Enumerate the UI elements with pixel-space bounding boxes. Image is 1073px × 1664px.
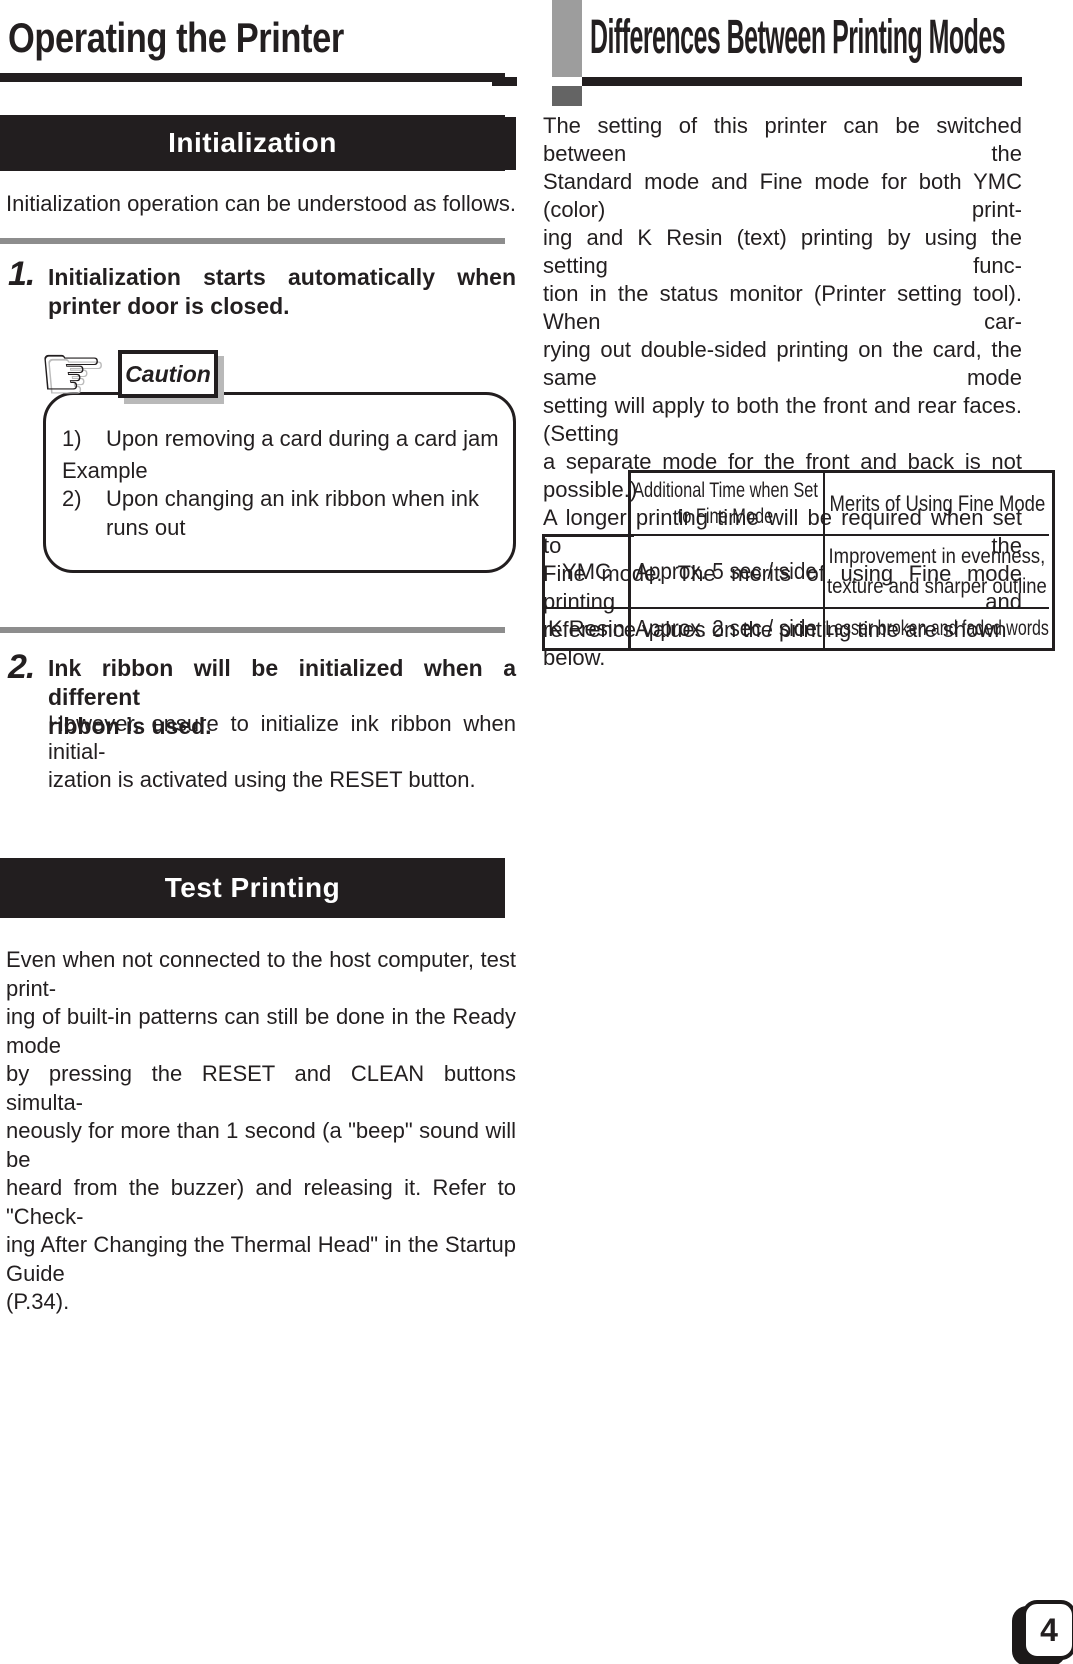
table-row-divider-1	[628, 534, 1049, 536]
table-cell-ymc-merit: Improvement in evenness, texture and sha…	[827, 536, 1047, 607]
caution-item-1-number: 1)	[62, 426, 82, 451]
paragraph-line: The setting of this printer can be switc…	[543, 113, 1022, 166]
table-row-divider-2	[542, 607, 1049, 609]
caution-label-box: Caution	[118, 350, 218, 398]
table-row-label-ymc: YMC	[545, 536, 628, 607]
table-cell-kresin-time: Approx. 2 sec / side	[630, 609, 821, 648]
step2-heading-line: ribbon is used.	[48, 713, 212, 739]
paragraph-line: setting will apply to both the front and…	[543, 393, 1022, 446]
paragraph-line: tion in the status monitor (Printer sett…	[543, 281, 1022, 334]
table-column-divider	[823, 470, 825, 651]
table-header-merits: Merits of Using Fine Mode	[827, 473, 1047, 534]
section-header-test-printing: Test Printing	[0, 858, 505, 918]
title-underline-rule	[0, 73, 505, 82]
paragraph-line: rying out double-sided printing on the c…	[543, 337, 1022, 390]
table-outer-border-right	[628, 470, 1055, 651]
table-header-line: Additional Time when Set	[633, 478, 818, 502]
step1-heading-line: printer door is closed.	[48, 293, 290, 319]
cell-text: Approx. 5 sec / side	[634, 558, 817, 584]
paragraph-line: ing After Changing the Thermal Head" in …	[6, 1232, 516, 1286]
title-accent-square-dark	[552, 86, 582, 106]
cell-text-line: texture and sharper outline	[827, 574, 1047, 598]
section-header-test-printing-label: Test Printing	[164, 872, 341, 903]
step2-body: However, ensure to initialize ink ribbon…	[48, 710, 516, 794]
cell-text-line: Improvement in evenness,	[828, 544, 1046, 568]
section-header-initialization: Initialization	[0, 115, 505, 171]
paragraph-line: (P.34).	[6, 1289, 70, 1314]
step2-heading-line: Ink ribbon will be initialized when a di…	[48, 655, 516, 710]
page-number: 4	[1040, 1611, 1058, 1648]
table-outer-border-left	[542, 534, 634, 651]
margin-accent-block	[482, 117, 516, 170]
step1-number: 1.	[8, 255, 35, 293]
step2-body-line: ization is activated using the RESET but…	[48, 767, 476, 792]
caution-example-label: Example	[62, 458, 148, 483]
caution-panel	[43, 392, 516, 573]
caution-item-1: 1) Upon removing a card during a card ja…	[62, 424, 502, 453]
caution-item-2: 2) Upon changing an ink ribbon when ink …	[62, 484, 502, 542]
paragraph-line: ing of built-in patterns can still be do…	[6, 1004, 516, 1058]
paragraph-line: heard from the buzzer) and releasing it.…	[6, 1175, 516, 1229]
step2-body-line: However, ensure to initialize ink ribbon…	[48, 711, 516, 764]
paragraph-line: a separate mode for the front and back i…	[543, 449, 1022, 502]
step2-number: 2.	[8, 648, 35, 686]
table-header-additional-time: Additional Time when Set to Fine Mode	[630, 473, 821, 534]
divider-rule-2	[0, 627, 505, 633]
title-accent-bar-light	[552, 0, 582, 77]
step1-heading: Initialization starts automatically when…	[48, 263, 516, 321]
printing-modes-table: Additional Time when Set to Fine Mode Me…	[542, 470, 1055, 651]
printing-modes-paragraph: The setting of this printer can be switc…	[543, 112, 1022, 672]
table-row-label-kresin: K Resin	[545, 609, 628, 648]
test-printing-paragraph: Even when not connected to the host comp…	[6, 946, 516, 1317]
initialization-intro-text: Initialization operation can be understo…	[6, 191, 516, 216]
caution-label: Caution	[125, 360, 211, 387]
table-cell-kresin-merit: Lesser broken and faded words	[825, 609, 1049, 648]
paragraph-line: Even when not connected to the host comp…	[6, 947, 516, 1001]
step2-heading: Ink ribbon will be initialized when a di…	[48, 654, 516, 741]
table-cell-ymc-time: Approx. 5 sec / side	[630, 536, 821, 607]
paragraph-line: ing and K Resin (text) printing by using…	[543, 225, 1022, 278]
cell-text: Lesser broken and faded words	[825, 616, 1049, 640]
caution-item-1-text: Upon removing a card during a card jam	[106, 426, 499, 451]
caution-item-2-number: 2)	[62, 486, 82, 511]
row-label-text: YMC	[562, 558, 611, 584]
paragraph-line: A longer printing time will be required …	[543, 505, 1022, 558]
paragraph-line: Fine mode. The merits of using Fine mode…	[543, 561, 1022, 614]
caution-item-2-text: Upon changing an ink ribbon when ink run…	[106, 486, 480, 540]
paragraph-line: by pressing the RESET and CLEAN buttons …	[6, 1061, 516, 1115]
step1-heading-line: Initialization starts automatically when	[48, 264, 516, 290]
page-title: Operating the Printer	[8, 14, 344, 61]
right-section-title: Differences Between Printing Modes	[590, 11, 1006, 64]
title-rule-left-stub	[492, 77, 517, 86]
row-label-text: K Resin	[547, 615, 626, 641]
table-header-line: to Fine Mode	[677, 504, 774, 528]
table-header-text: Merits of Using Fine Mode	[829, 490, 1045, 516]
page-number-badge: 4	[1022, 1600, 1073, 1660]
paragraph-line: Standard mode and Fine mode for both YMC…	[543, 169, 1022, 222]
divider-rule-1	[0, 238, 505, 244]
pointing-hand-icon: ☞	[38, 329, 105, 415]
section-header-initialization-label: Initialization	[168, 127, 337, 158]
paragraph-line: neously for more than 1 second (a "beep"…	[6, 1118, 516, 1172]
cell-text: Approx. 2 sec / side	[634, 615, 817, 641]
title-rule-right	[582, 77, 1022, 86]
